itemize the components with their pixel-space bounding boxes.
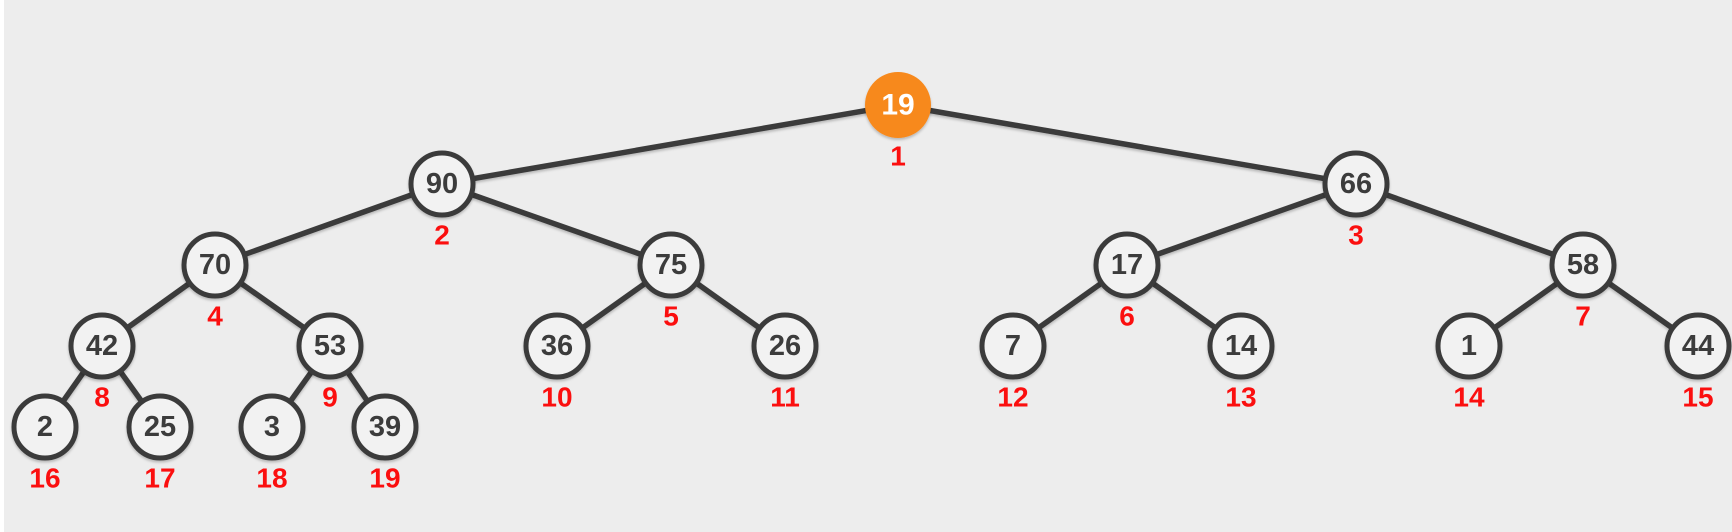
tree-node-circle	[1435, 312, 1503, 380]
node-index-label: 6	[1119, 301, 1135, 332]
nodes-layer	[11, 72, 1732, 461]
node-index-label: 8	[94, 382, 110, 413]
node-index-label: 14	[1453, 382, 1485, 413]
tree-node-value: 2	[37, 411, 53, 443]
tree-node-value: 1	[1461, 330, 1477, 362]
node-index-label: 19	[369, 463, 400, 494]
tree-node-circle	[1549, 231, 1617, 299]
tree-node-circle	[1664, 312, 1732, 380]
tree-edge	[212, 181, 445, 268]
node-index-label: 13	[1225, 382, 1256, 413]
node-index-label: 2	[434, 220, 450, 251]
tree-node-value: 75	[655, 249, 687, 281]
tree-node-value: 58	[1567, 249, 1599, 281]
tree-node-value: 53	[314, 330, 346, 362]
node-index-label: 12	[997, 382, 1028, 413]
tree-node-circle	[1207, 312, 1275, 380]
node-index-label: 3	[1348, 220, 1364, 251]
node-index-label: 5	[663, 301, 679, 332]
tree-node-circle	[1322, 150, 1390, 218]
node-index-label: 16	[29, 463, 60, 494]
tree-node-circle-root	[865, 72, 931, 138]
tree-node-circle	[126, 393, 194, 461]
tree-edge	[439, 102, 901, 187]
tree-node-value: 25	[144, 411, 176, 443]
node-index-label: 11	[770, 382, 800, 413]
tree-node-circle	[181, 231, 249, 299]
tree-node-value: 14	[1225, 330, 1257, 362]
tree-node-value: 70	[199, 249, 231, 281]
tree-node-value: 19	[881, 89, 914, 122]
tree-node-circle	[637, 231, 705, 299]
labels-layer: 1919026637047551765874285393610261171214…	[29, 89, 1714, 494]
tree-node-circle	[408, 150, 476, 218]
tree-node-value: 42	[86, 330, 118, 362]
tree-node-circle	[238, 393, 306, 461]
node-index-label: 1	[890, 141, 906, 172]
tree-node-value: 26	[769, 330, 801, 362]
tree-node-value: 7	[1005, 330, 1021, 362]
tree-node-circle	[979, 312, 1047, 380]
tree-node-value: 66	[1340, 168, 1372, 200]
tree-node-value: 90	[426, 168, 458, 200]
node-index-label: 7	[1575, 301, 1591, 332]
node-index-label: 4	[207, 301, 223, 332]
tree-node-value: 36	[541, 330, 573, 362]
tree-edge	[1124, 181, 1359, 268]
node-index-label: 10	[541, 382, 572, 413]
tree-node-circle	[351, 393, 419, 461]
tree-node-value: 39	[369, 411, 401, 443]
tree-node-circle	[68, 312, 136, 380]
node-index-label: 17	[144, 463, 175, 494]
tree-node-value: 44	[1682, 330, 1714, 362]
tree-node-circle	[751, 312, 819, 380]
tree-edge	[1353, 181, 1586, 268]
tree-edge	[895, 102, 1359, 187]
tree-node-circle	[11, 393, 79, 461]
tree-node-value: 17	[1111, 249, 1143, 281]
node-index-label: 15	[1682, 382, 1713, 413]
tree-node-value: 3	[264, 411, 280, 443]
node-index-label: 9	[322, 382, 338, 413]
tree-node-circle	[523, 312, 591, 380]
node-index-label: 18	[256, 463, 287, 494]
tree-edge	[439, 181, 674, 268]
tree-node-circle	[1093, 231, 1161, 299]
tree-node-circle	[296, 312, 364, 380]
